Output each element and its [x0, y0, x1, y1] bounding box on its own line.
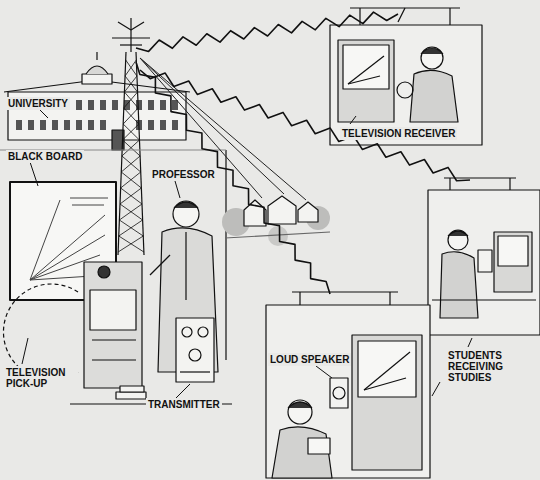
window: [76, 120, 82, 130]
window: [64, 120, 70, 130]
tower-brace: [123, 124, 140, 140]
top-receiver-room: [330, 8, 482, 145]
part-label: BLACK BOARD: [6, 150, 84, 163]
tower-brace: [124, 92, 138, 108]
leader-lines: [22, 110, 472, 398]
window: [148, 120, 154, 130]
village: [222, 196, 330, 246]
tower-brace: [121, 156, 140, 172]
part-label: TELEVISION RECEIVER: [340, 127, 457, 140]
tower-brace: [120, 188, 142, 204]
window: [172, 120, 178, 130]
tower-brace: [121, 172, 142, 188]
window: [52, 120, 58, 130]
tower-brace: [118, 236, 144, 252]
radio-wave: [140, 70, 470, 181]
room-wall: [225, 150, 226, 360]
part-label: UNIVERSITY: [6, 97, 70, 110]
tower-brace: [125, 60, 137, 76]
window: [148, 100, 154, 110]
part-label: TRANSMITTER: [146, 398, 222, 411]
right-receiver-room: [428, 178, 540, 335]
tower-brace: [119, 220, 144, 236]
part-label: PROFESSOR: [150, 168, 217, 181]
transmitter-tower: [112, 18, 150, 255]
transmitter: [176, 318, 214, 382]
window: [172, 100, 178, 110]
window: [100, 120, 106, 130]
tower-brace: [122, 140, 140, 156]
tower-brace: [119, 204, 142, 220]
tower-brace: [124, 76, 137, 92]
tower-brace: [123, 108, 139, 124]
window: [88, 120, 94, 130]
window: [28, 120, 34, 130]
window: [16, 120, 22, 130]
bottom-receiver-room: [266, 292, 430, 478]
window: [88, 100, 94, 110]
radio-wave: [136, 12, 398, 51]
window: [160, 100, 166, 110]
window: [136, 100, 142, 110]
part-label: TELEVISION PICK-UP: [4, 366, 78, 390]
university-building: [4, 52, 190, 150]
part-label: LOUD SPEAKER: [268, 353, 351, 366]
window: [40, 120, 46, 130]
window: [160, 120, 166, 130]
window: [76, 100, 82, 110]
signal-lines: [140, 58, 306, 200]
radio-wave: [136, 62, 330, 294]
window: [112, 100, 118, 110]
window: [100, 100, 106, 110]
part-label: STUDENTS RECEIVING STUDIES: [446, 349, 530, 384]
